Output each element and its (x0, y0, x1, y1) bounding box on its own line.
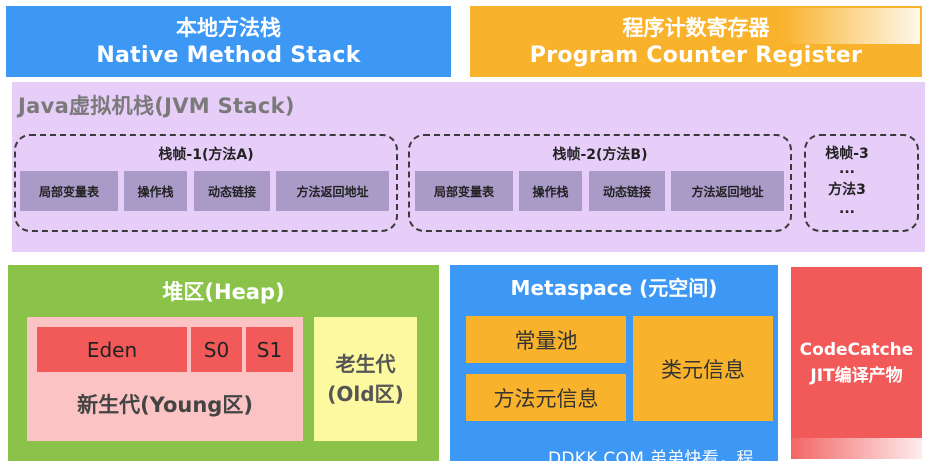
code-cache-line1: CodeCatche (799, 340, 914, 360)
stack-frame-1 (14, 134, 398, 232)
eden-space: Eden (37, 327, 187, 372)
frame-1-dynamic-linking: 动态链接 (194, 171, 270, 211)
frame-2-operand-stack: 操作栈 (519, 171, 582, 211)
old-generation-line2: (Old区) (327, 382, 404, 406)
survivor-s0: S0 (191, 327, 242, 372)
frame-2-dynamic-linking: 动态链接 (589, 171, 665, 211)
code-cache-box: CodeCatche JIT编译产物 (791, 267, 922, 459)
jvm-stack-title: Java虚拟机栈(JVM Stack) (18, 94, 295, 118)
old-generation-line1: 老生代 (335, 352, 396, 376)
survivor-s1: S1 (246, 327, 293, 372)
jvm-stack-region (12, 82, 925, 252)
stack-frame-3-dots-top: ... (839, 161, 855, 177)
frame-2-return-address: 方法返回地址 (671, 171, 784, 211)
native-method-stack-box: 本地方法栈 Native Method Stack (6, 6, 451, 77)
stack-frame-3 (804, 134, 919, 232)
watermark-text: DDKK.COM 弟弟快看，程 (548, 449, 754, 469)
native-stack-title-zh: 本地方法栈 (176, 15, 281, 40)
metaspace-title: Metaspace (元空间) (510, 275, 718, 300)
code-cache-line2: JIT编译产物 (810, 366, 903, 386)
frame-1-return-address: 方法返回地址 (276, 171, 389, 211)
stack-frame-2-title: 栈帧-2(方法B) (552, 147, 648, 163)
heap-title: 堆区(Heap) (162, 280, 285, 304)
method-metadata-box: 方法元信息 (466, 374, 626, 421)
stack-frame-1-title: 栈帧-1(方法A) (158, 147, 254, 163)
frame-2-local-variables: 局部变量表 (415, 171, 513, 211)
pc-title-zh: 程序计数寄存器 (622, 15, 770, 40)
stack-frame-3-method: 方法3 (828, 182, 866, 198)
stack-frame-3-dots-bottom: ... (839, 201, 855, 217)
young-generation-label: 新生代(Young区) (77, 393, 253, 417)
stack-frame-2 (408, 134, 792, 232)
pc-fade-overlay (780, 8, 920, 44)
old-generation-box: 老生代 (Old区) (314, 317, 417, 441)
frame-1-local-variables: 局部变量表 (20, 171, 118, 211)
constant-pool-box: 常量池 (466, 316, 626, 363)
class-metadata-box: 类元信息 (633, 316, 773, 421)
native-stack-title-en: Native Method Stack (96, 42, 361, 68)
pc-title-en: Program Counter Register (529, 42, 863, 68)
watermark-fade-overlay (780, 438, 932, 468)
frame-1-operand-stack: 操作栈 (124, 171, 187, 211)
stack-frame-3-title: 栈帧-3 (825, 146, 869, 162)
